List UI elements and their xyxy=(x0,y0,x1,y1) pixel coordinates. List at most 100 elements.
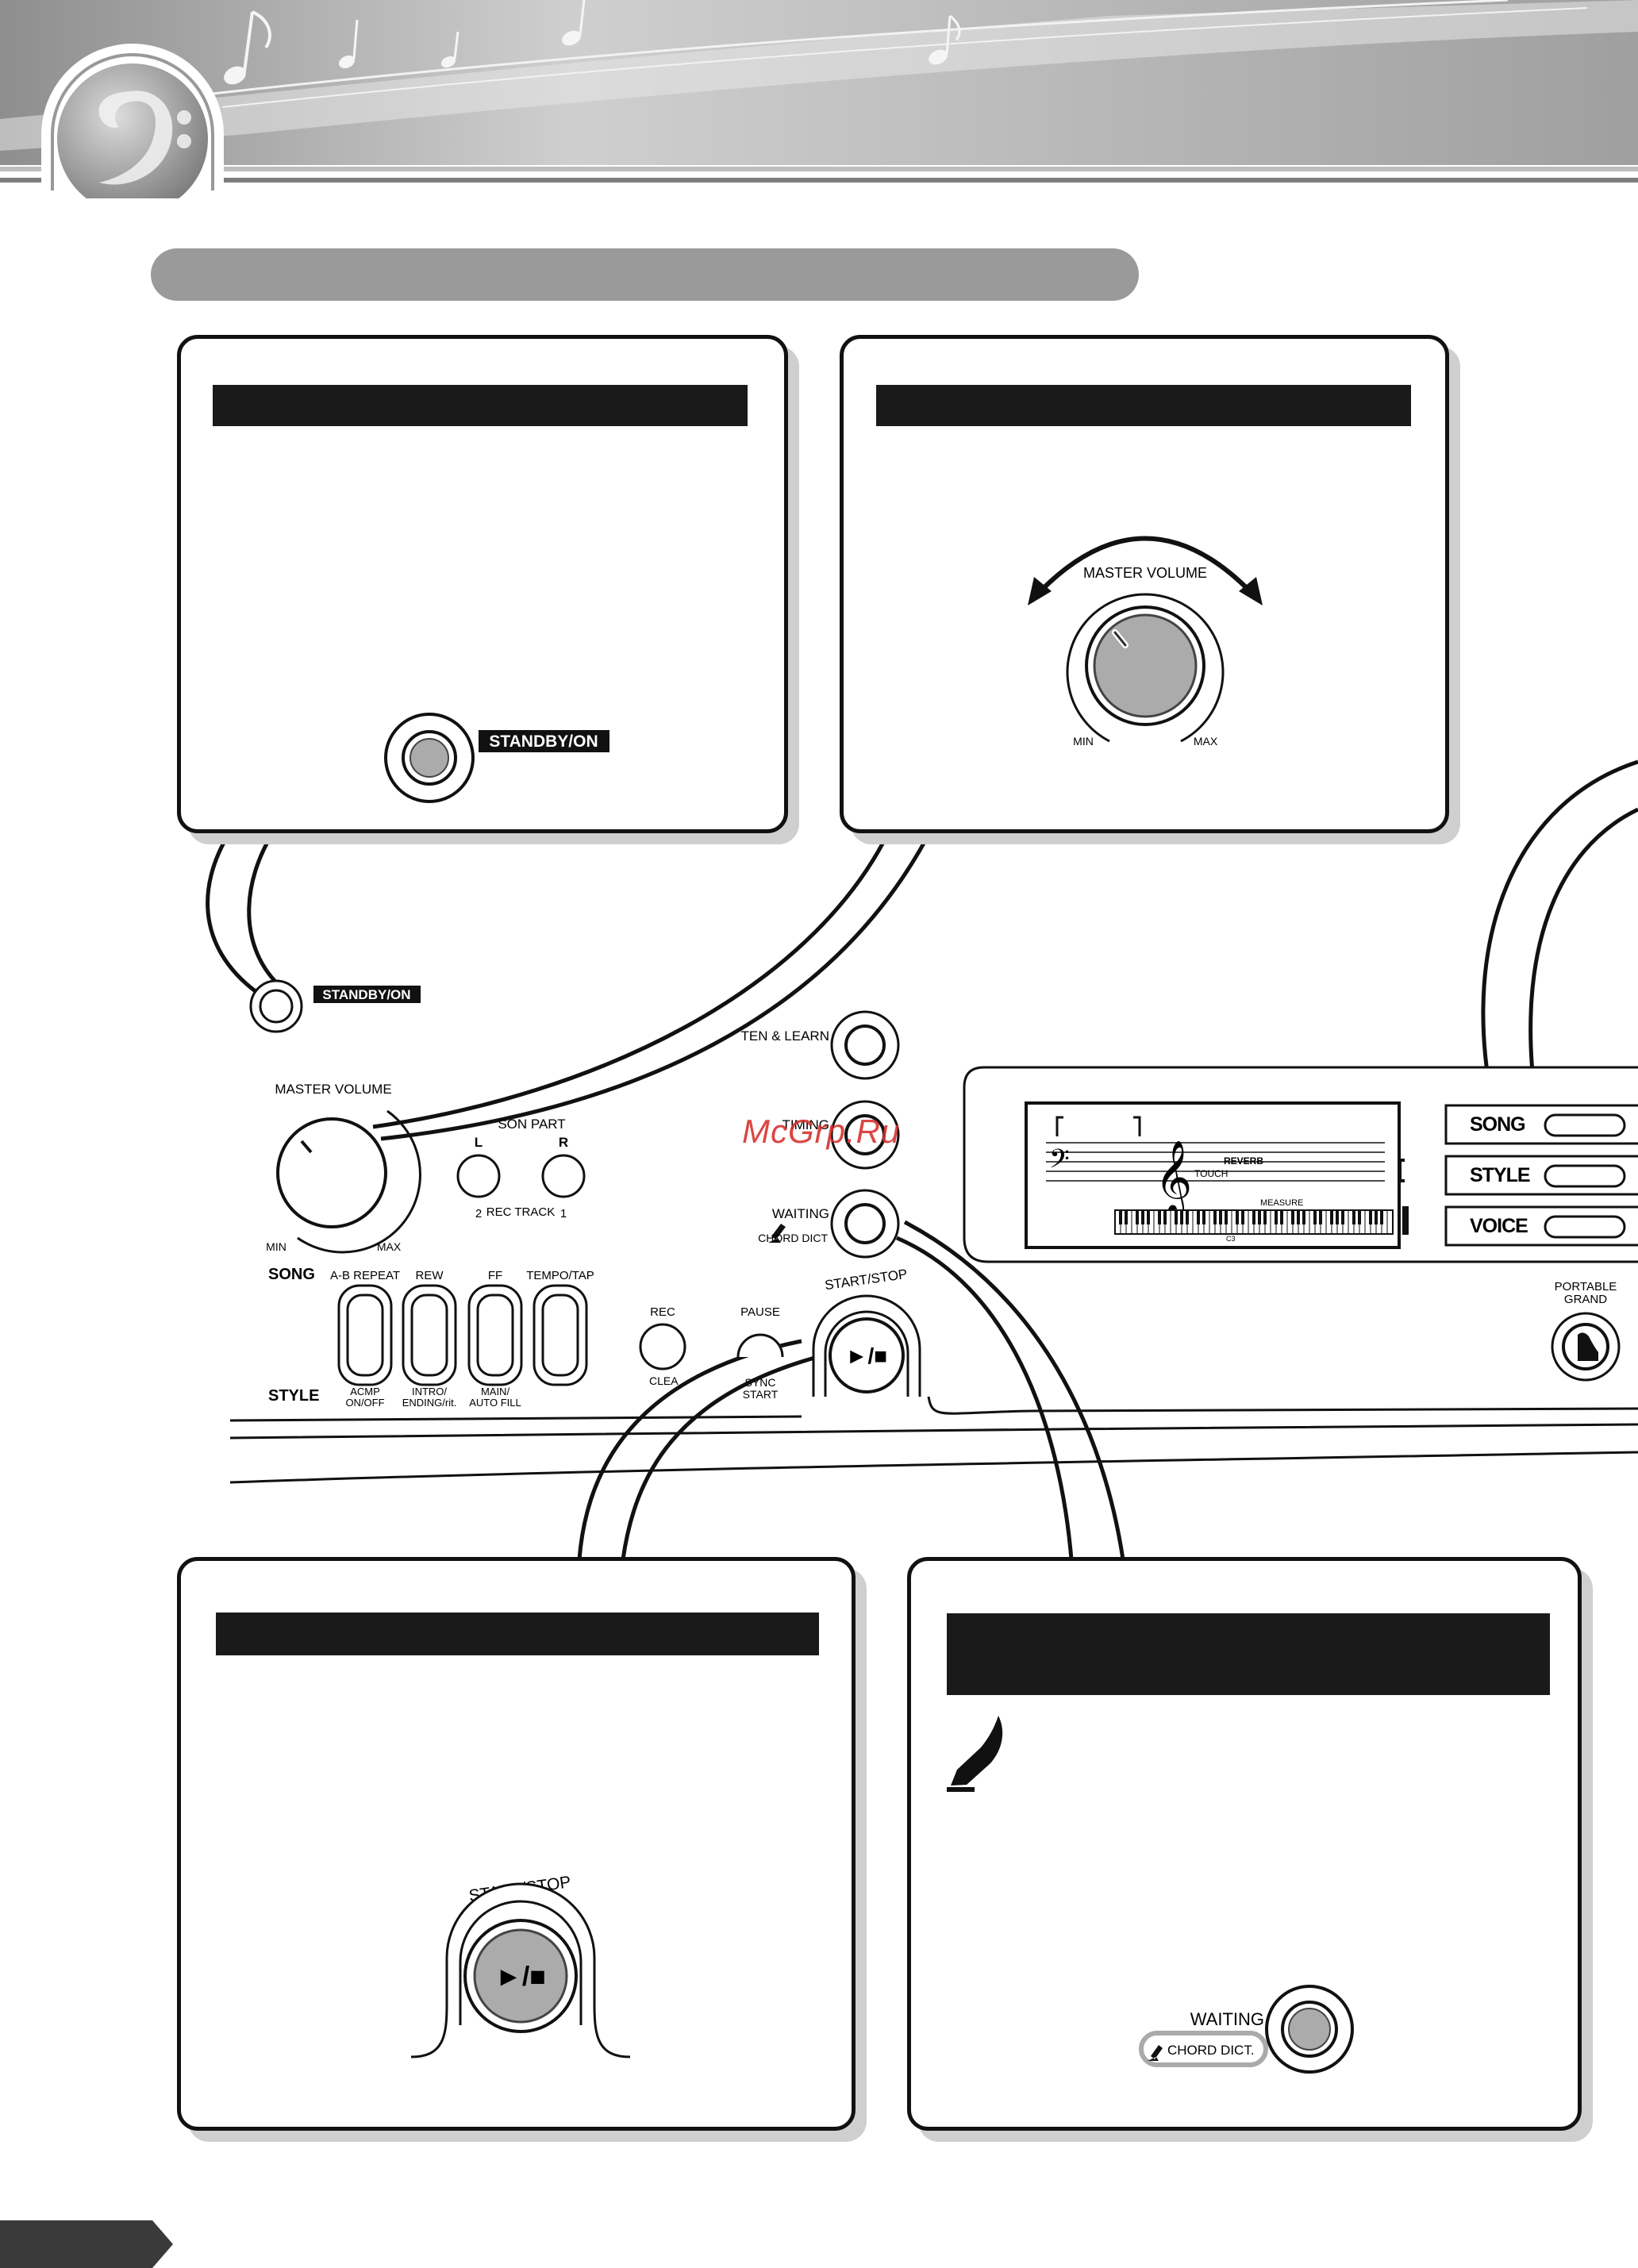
listen-learn-button[interactable] xyxy=(844,1024,886,1066)
start-stop-detail-button[interactable] xyxy=(473,1928,568,2024)
master-volume-label: MASTER VOLUME xyxy=(275,1082,391,1097)
lcd-black-key xyxy=(1352,1210,1355,1224)
waiting-label: WAITING xyxy=(772,1206,829,1221)
mode-button-label: SONG xyxy=(1470,1113,1525,1136)
waiting-detail: WAITING CHORD DICT. xyxy=(947,1716,1354,2074)
mode-button-label: STYLE xyxy=(1470,1164,1530,1186)
lcd-black-key xyxy=(1375,1210,1378,1224)
lesson-right-button[interactable] xyxy=(541,1154,586,1198)
panel-heading-bar xyxy=(876,385,1411,426)
lesson-left-label: L xyxy=(475,1135,483,1150)
lcd-black-key xyxy=(1241,1210,1244,1224)
volume-max-label: MAX xyxy=(377,1240,402,1253)
lcd-touch: TOUCH xyxy=(1194,1168,1228,1179)
standby-button[interactable] xyxy=(259,989,294,1024)
lcd-black-key xyxy=(1297,1210,1300,1224)
lcd-black-key xyxy=(1341,1210,1344,1224)
lcd-black-key xyxy=(1336,1210,1339,1224)
standby-label: STANDBY/ON xyxy=(322,987,410,1002)
music-note-icon xyxy=(224,0,961,85)
lcd-black-key xyxy=(1158,1210,1161,1224)
lcd-black-key xyxy=(1136,1210,1139,1224)
panel-heading-bar xyxy=(216,1613,819,1655)
volume-detail: MASTER VOLUME MIN MAX xyxy=(1028,536,1263,748)
bass-clef-icon: 𝄢 xyxy=(1049,1145,1070,1180)
row-button-inner xyxy=(541,1294,579,1377)
row-button-inner xyxy=(410,1294,448,1377)
lcd-black-key xyxy=(1263,1210,1267,1224)
row-top-label: A-B REPEAT xyxy=(330,1269,400,1282)
lesson-part-label: SON PART xyxy=(498,1117,565,1132)
lcd-black-key xyxy=(1236,1210,1239,1224)
lcd-black-key xyxy=(1125,1210,1128,1224)
lesson-right-label: R xyxy=(559,1135,568,1150)
track-right-label: 1 xyxy=(560,1207,567,1220)
start-stop-callout-panel: START/STOP ►/■ xyxy=(177,1557,856,2131)
track-left-label: 2 xyxy=(475,1207,482,1220)
watermark: McGrp.Ru xyxy=(742,1113,901,1150)
row-bottom-label: ON/OFF xyxy=(345,1397,384,1409)
listen-learn-label: TEN & LEARN xyxy=(741,1028,829,1044)
style-row-label: STYLE xyxy=(268,1387,319,1405)
chord-dict-label: CHORD DICT xyxy=(758,1232,828,1244)
timing-button[interactable] xyxy=(844,1114,886,1155)
treble-clef-icon: 𝄞 xyxy=(1155,1141,1192,1217)
mode-button-song[interactable] xyxy=(1544,1113,1626,1137)
mode-button-style[interactable] xyxy=(1544,1164,1626,1188)
start-stop-detail-symbol: ►/■ xyxy=(495,1962,546,1992)
volume-detail-label: MASTER VOLUME xyxy=(1083,565,1207,581)
start-stop-detail: START/STOP ►/■ xyxy=(410,1873,631,2058)
volume-detail-min: MIN xyxy=(1073,735,1094,748)
waiting-button[interactable] xyxy=(844,1203,886,1244)
lcd-black-key xyxy=(1141,1210,1144,1224)
volume-min-label: MIN xyxy=(266,1240,286,1253)
rec-label: REC xyxy=(650,1305,675,1319)
pause-label: PAUSE xyxy=(740,1305,780,1319)
start-stop-symbol: ►/■ xyxy=(846,1344,887,1368)
panel-heading-bar xyxy=(947,1613,1550,1695)
standby-callout-panel: STANDBY/ON xyxy=(177,335,788,833)
row-bottom-label: AUTO FILL xyxy=(469,1397,521,1409)
rec-button[interactable] xyxy=(639,1323,686,1370)
standby-detail: STANDBY/ON xyxy=(384,713,609,803)
lcd-black-key xyxy=(1313,1210,1317,1224)
page-number-tab xyxy=(0,2220,173,2268)
lcd-black-key xyxy=(1147,1210,1150,1224)
master-volume-knob[interactable] xyxy=(276,1117,387,1228)
volume-callout-panel: MASTER VOLUME MIN MAX xyxy=(840,335,1449,833)
lcd-c3: C3 xyxy=(1226,1235,1236,1243)
song-row-label: SONG xyxy=(268,1266,315,1283)
rec-clear-label: CLEA xyxy=(649,1374,679,1387)
timing-label: TIMING xyxy=(782,1117,830,1132)
volume-detail-max: MAX xyxy=(1194,735,1218,748)
row-top-label: TEMPO/TAP xyxy=(526,1269,594,1282)
lcd-black-key xyxy=(1302,1210,1305,1224)
waiting-callout-panel: WAITING CHORD DICT. xyxy=(907,1557,1582,2131)
lcd-black-key xyxy=(1275,1210,1278,1224)
lcd-black-key xyxy=(1186,1210,1189,1224)
lcd-black-key xyxy=(1252,1210,1255,1224)
pencil-icon xyxy=(768,1224,786,1243)
portable-grand-line1: PORTABLE xyxy=(1555,1280,1617,1294)
mode-button-label: VOICE xyxy=(1470,1215,1528,1237)
waiting-detail-label: WAITING xyxy=(1190,2009,1264,2029)
mode-button-voice[interactable] xyxy=(1544,1215,1626,1239)
lcd-black-key xyxy=(1258,1210,1261,1224)
lesson-left-button[interactable] xyxy=(456,1154,501,1198)
row-top-label: REW xyxy=(416,1269,444,1282)
panel-heading-bar xyxy=(213,385,748,426)
lcd-black-key xyxy=(1219,1210,1222,1224)
lcd-black-key xyxy=(1291,1210,1294,1224)
piano-icon xyxy=(1578,1332,1598,1361)
portable-grand-line2: GRAND xyxy=(1564,1293,1607,1306)
volume-detail-knob[interactable] xyxy=(1093,613,1198,718)
sync-label: SYNC xyxy=(745,1376,776,1389)
row-bottom-label: MAIN/ xyxy=(481,1386,510,1397)
lcd-black-key xyxy=(1175,1210,1178,1224)
lcd-measure: MEASURE xyxy=(1260,1198,1303,1208)
lcd-black-key xyxy=(1358,1210,1361,1224)
start-stop-button[interactable] xyxy=(829,1317,905,1393)
row-button-inner xyxy=(476,1294,514,1377)
section-title-bar xyxy=(151,248,1139,301)
